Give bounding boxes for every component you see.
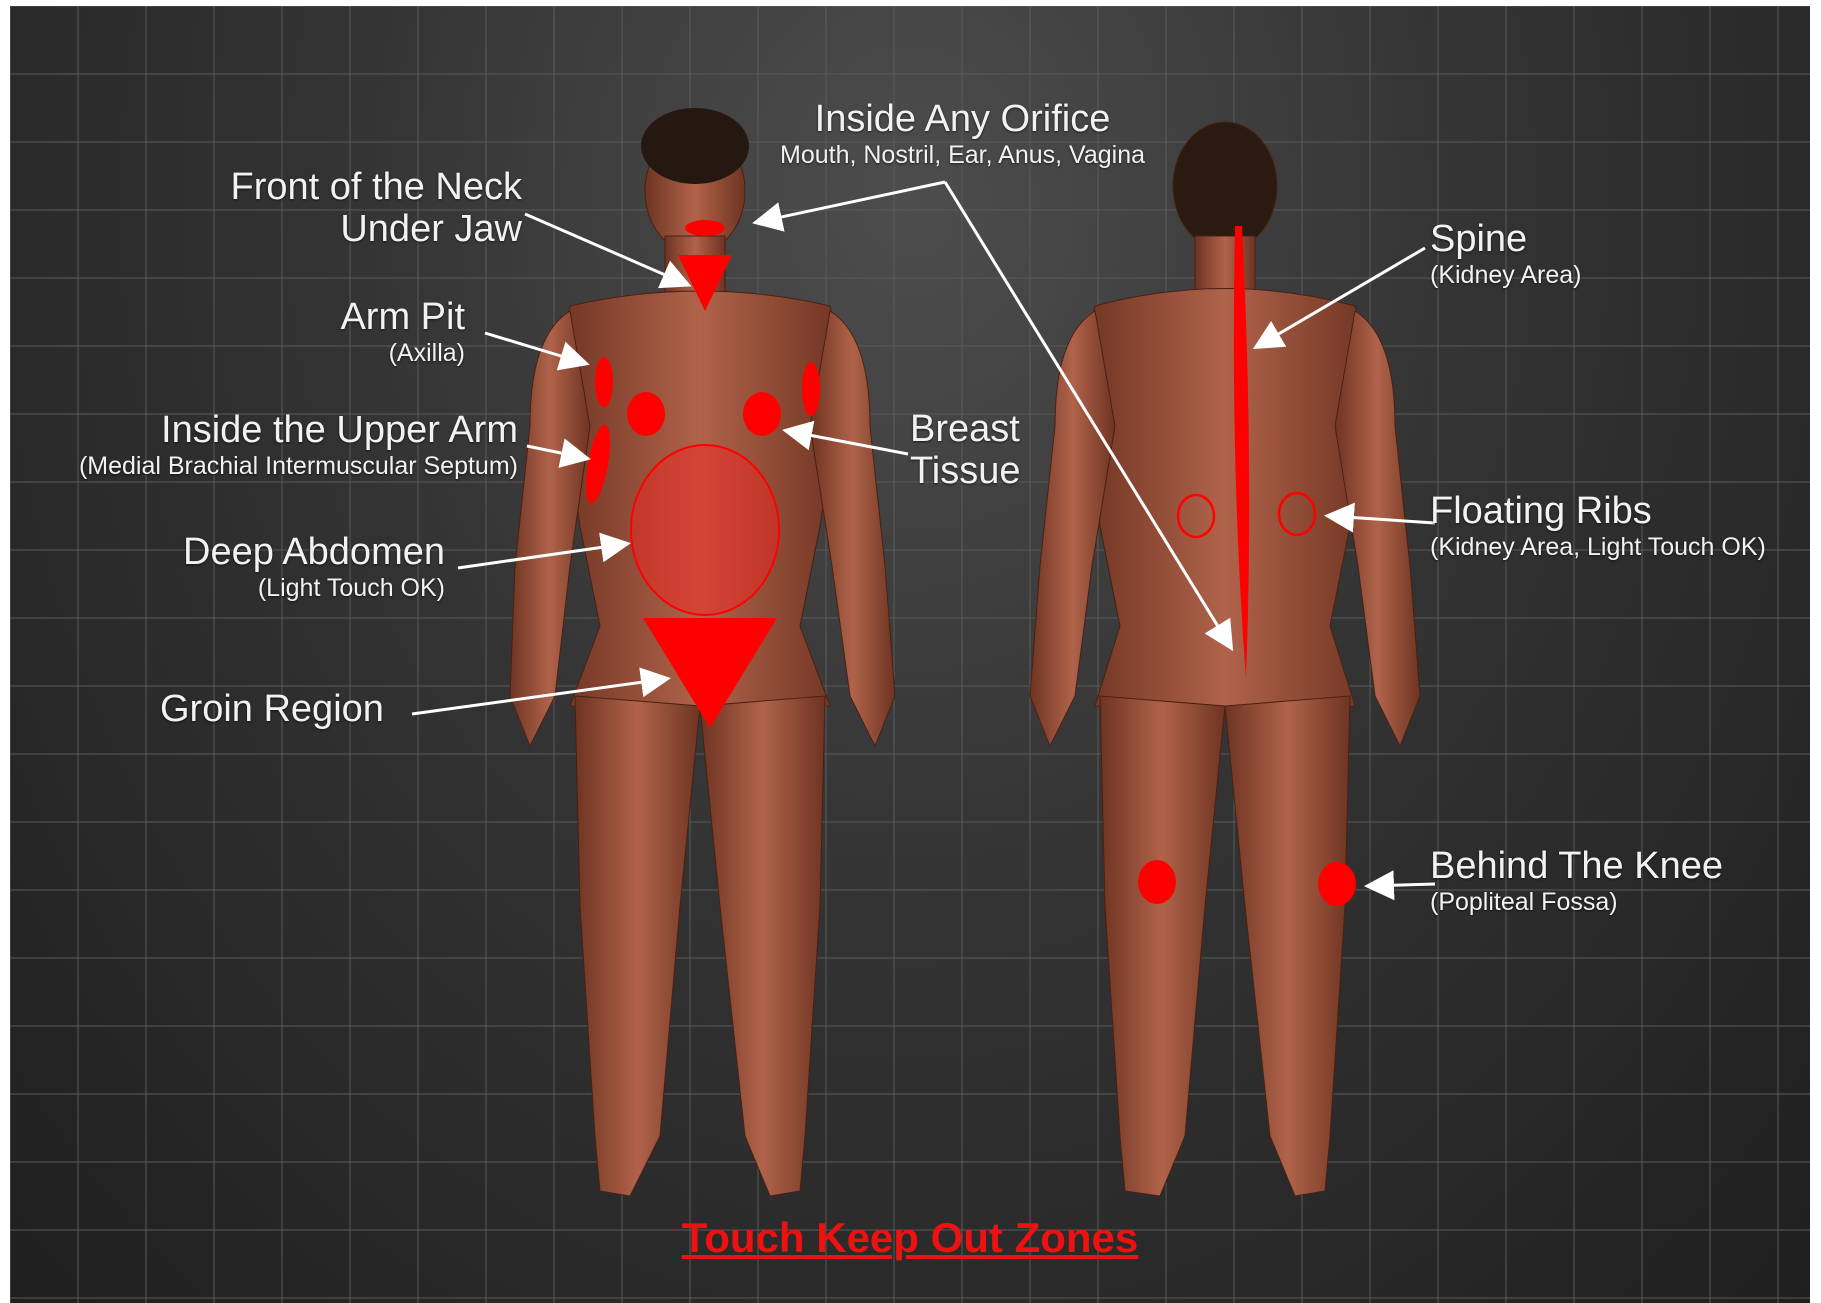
label-orifice: Inside Any Orifice Mouth, Nostril, Ear, … xyxy=(780,98,1145,170)
page-title: Touch Keep Out Zones xyxy=(10,1214,1810,1262)
front-hair xyxy=(641,108,749,184)
back-neck xyxy=(1195,236,1255,296)
label-armpit: Arm Pit (Axilla) xyxy=(340,296,465,368)
label-neck-line2: Under Jaw xyxy=(231,208,522,250)
front-right-arm xyxy=(810,311,895,746)
label-ribs-title: Floating Ribs xyxy=(1430,490,1766,532)
front-left-leg xyxy=(575,696,700,1196)
label-breast: Breast Tissue xyxy=(910,408,1021,492)
label-ribs: Floating Ribs (Kidney Area, Light Touch … xyxy=(1430,490,1766,562)
label-abdomen-detail: (Light Touch OK) xyxy=(183,573,445,603)
label-armpit-detail: (Axilla) xyxy=(340,338,465,368)
label-groin-title: Groin Region xyxy=(160,688,384,730)
back-head xyxy=(1173,122,1277,250)
label-neck: Front of the Neck Under Jaw xyxy=(231,166,522,250)
label-abdomen: Deep Abdomen (Light Touch OK) xyxy=(183,531,445,603)
label-upper-arm-detail: (Medial Brachial Intermuscular Septum) xyxy=(79,451,518,481)
label-armpit-title: Arm Pit xyxy=(340,296,465,338)
front-left-arm xyxy=(510,311,590,746)
label-spine-title: Spine xyxy=(1430,218,1581,260)
back-torso xyxy=(1080,289,1372,707)
zone-knee-left xyxy=(1138,860,1176,904)
label-breast-line1: Breast xyxy=(910,408,1021,450)
zone-knee-right xyxy=(1318,862,1356,906)
label-orifice-detail: Mouth, Nostril, Ear, Anus, Vagina xyxy=(780,140,1145,170)
label-orifice-title: Inside Any Orifice xyxy=(780,98,1145,140)
label-spine: Spine (Kidney Area) xyxy=(1430,218,1581,290)
zone-mouth xyxy=(685,220,725,236)
arrow-mouth xyxy=(758,182,945,222)
label-knee: Behind The Knee (Popliteal Fossa) xyxy=(1430,845,1723,917)
label-abdomen-title: Deep Abdomen xyxy=(183,531,445,573)
front-right-leg xyxy=(700,696,825,1196)
zone-breast-left xyxy=(627,392,665,436)
zone-armpit-right xyxy=(802,362,820,416)
back-right-leg xyxy=(1225,696,1350,1196)
label-spine-detail: (Kidney Area) xyxy=(1430,260,1581,290)
zone-deep-abdomen xyxy=(631,445,779,615)
label-neck-line1: Front of the Neck xyxy=(231,166,522,208)
label-upper-arm-title: Inside the Upper Arm xyxy=(79,409,518,451)
label-knee-title: Behind The Knee xyxy=(1430,845,1723,887)
label-ribs-detail: (Kidney Area, Light Touch OK) xyxy=(1430,532,1766,562)
back-left-leg xyxy=(1100,696,1225,1196)
zone-breast-right xyxy=(743,392,781,436)
label-knee-detail: (Popliteal Fossa) xyxy=(1430,887,1723,917)
diagram-canvas: Inside Any Orifice Mouth, Nostril, Ear, … xyxy=(10,6,1810,1303)
label-breast-line2: Tissue xyxy=(910,450,1021,492)
label-groin: Groin Region xyxy=(160,688,384,730)
label-upper-arm: Inside the Upper Arm (Medial Brachial In… xyxy=(79,409,518,481)
back-body-figure xyxy=(1030,122,1420,1196)
zone-armpit xyxy=(595,357,613,407)
arrow-knee xyxy=(1370,884,1435,886)
